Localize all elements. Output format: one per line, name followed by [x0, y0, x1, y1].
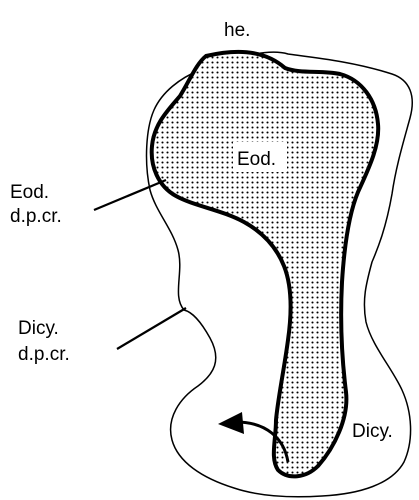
eod-humerus-shape [152, 52, 379, 477]
rotation-arrow-head [218, 412, 244, 434]
label-dicy-crest-line2: d.p.cr. [18, 344, 70, 365]
label-dicy-crest-line1: Dicy. [18, 318, 59, 339]
dicy-crest-leader-line [117, 308, 186, 349]
label-eod-crest-line1: Eod. [10, 182, 49, 203]
eod-crest-leader-line [94, 180, 166, 210]
label-eod-bone: Eod. [237, 149, 276, 170]
label-eod-crest-line2: d.p.cr. [10, 206, 62, 227]
label-he: he. [224, 20, 250, 41]
label-dicy-bone: Dicy. [352, 421, 393, 442]
